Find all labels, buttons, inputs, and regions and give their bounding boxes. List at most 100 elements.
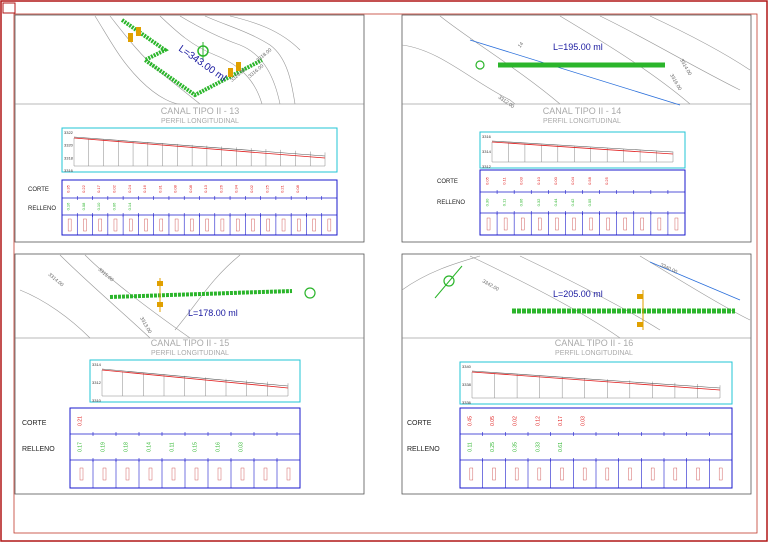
corte-value: 0.17 xyxy=(96,184,101,193)
station-marker xyxy=(623,217,627,231)
corte-label: CORTE xyxy=(407,420,432,427)
canal-alignment xyxy=(120,18,263,98)
relleno-label: RELLENO xyxy=(22,446,55,453)
station-marker xyxy=(113,218,118,232)
corte-value: 0.08 xyxy=(173,184,178,193)
node-marker xyxy=(304,287,316,299)
corte-value: 0.26 xyxy=(218,184,223,193)
station-marker xyxy=(718,467,723,481)
panel-border xyxy=(14,253,365,495)
section-arrow xyxy=(637,290,644,330)
corte-value: 0.08 xyxy=(188,184,193,193)
station-marker xyxy=(589,217,593,231)
panel-title: CANAL TIPO II - 13 xyxy=(161,106,240,116)
panel-title: CANAL TIPO II - 14 xyxy=(543,106,622,116)
relleno-value: 0.25 xyxy=(490,442,496,452)
corte-value: 0.34 xyxy=(234,184,239,193)
contour-label: 14 xyxy=(517,41,525,49)
corte-value: 0.58 xyxy=(587,176,592,185)
relleno-value: 0.10 xyxy=(96,202,101,211)
relleno-label: RELLENO xyxy=(407,446,440,453)
relleno-value: 0.44 xyxy=(553,198,558,207)
corte-value: 0.05 xyxy=(485,176,490,185)
relleno-value: 0.42 xyxy=(570,198,575,207)
grade-line xyxy=(491,141,674,155)
station-marker xyxy=(538,217,542,231)
panel-subtitle: PERFIL LONGITUDINAL xyxy=(555,350,633,357)
relleno-value: 0.61 xyxy=(558,442,564,452)
station-marker xyxy=(514,467,519,481)
profile-box xyxy=(61,127,338,173)
corte-value: 0.21 xyxy=(78,416,84,426)
relleno-value: 0.16 xyxy=(66,202,71,211)
corte-value: 0.03 xyxy=(519,176,524,185)
elevation-label: 3314 xyxy=(482,149,492,154)
corte-value: 0.22 xyxy=(81,184,86,193)
corte-value: 0.16 xyxy=(142,184,147,193)
relleno-value: 0.15 xyxy=(193,442,199,452)
elevation-label: 3320 xyxy=(64,143,74,148)
elevation-label: 3340 xyxy=(462,364,472,369)
panel-title: CANAL TIPO II - 16 xyxy=(555,338,634,348)
panel-canal-16: L=205.00 ml 3340.00 3342.00 CANAL TIPO I… xyxy=(401,253,752,495)
section-arrow xyxy=(128,27,141,42)
length-label: L=205.00 ml xyxy=(553,289,603,299)
inner-frame xyxy=(13,13,758,534)
corte-value: 0.02 xyxy=(249,184,254,193)
length-label: L=178.00 ml xyxy=(188,308,238,318)
corte-value: 0.24 xyxy=(127,184,132,193)
station-marker xyxy=(220,218,225,232)
station-marker xyxy=(640,217,644,231)
terrain-line xyxy=(471,370,721,389)
station-marker xyxy=(281,218,286,232)
corte-value: 0.11 xyxy=(502,176,507,184)
station-marker xyxy=(555,217,559,231)
elevation-label: 3316 xyxy=(482,134,492,139)
elevation-label: 3310 xyxy=(92,398,102,403)
corte-value: 0.05 xyxy=(490,416,496,426)
corte-value: 0.08 xyxy=(295,184,300,193)
station-marker xyxy=(327,218,332,232)
station-marker xyxy=(129,218,133,232)
station-marker xyxy=(696,467,700,481)
station-marker xyxy=(503,217,508,231)
station-marker xyxy=(148,467,153,481)
corte-label: CORTE xyxy=(437,179,458,185)
elevation-label: 3316 xyxy=(64,168,74,173)
panel-subtitle: PERFIL LONGITUDINAL xyxy=(161,118,239,125)
panel-canal-13: L=343.00 ml 3320.00 3316.00 3318.00 CANA… xyxy=(14,14,365,243)
station-marker xyxy=(674,217,679,231)
corte-value: 0.31 xyxy=(157,184,162,193)
corte-value: 0.02 xyxy=(513,416,519,426)
station-marker xyxy=(67,218,72,232)
grade-line xyxy=(73,137,326,159)
relleno-label: RELLENO xyxy=(437,200,465,206)
profile-box xyxy=(89,359,301,403)
station-marker xyxy=(171,467,176,481)
corte-value: 0.17 xyxy=(558,416,564,426)
panel-title: CANAL TIPO II - 15 xyxy=(151,338,230,348)
relleno-value: 0.03 xyxy=(239,442,245,452)
relleno-value: 0.17 xyxy=(78,442,84,452)
station-marker xyxy=(286,467,291,481)
relleno-value: 0.06 xyxy=(111,202,116,211)
station-marker xyxy=(605,467,610,481)
grade-line xyxy=(471,371,721,391)
station-marker xyxy=(650,467,655,481)
station-marker xyxy=(492,467,496,481)
station-marker xyxy=(673,467,678,481)
relleno-value: 0.16 xyxy=(216,442,222,452)
node-marker xyxy=(443,275,455,287)
profile-box xyxy=(459,361,733,405)
elevation-label: 3336 xyxy=(462,400,472,405)
station-marker xyxy=(240,467,245,481)
panel-border xyxy=(401,14,752,243)
corte-value: 0.25 xyxy=(264,184,269,193)
terrain-contours xyxy=(401,255,751,339)
